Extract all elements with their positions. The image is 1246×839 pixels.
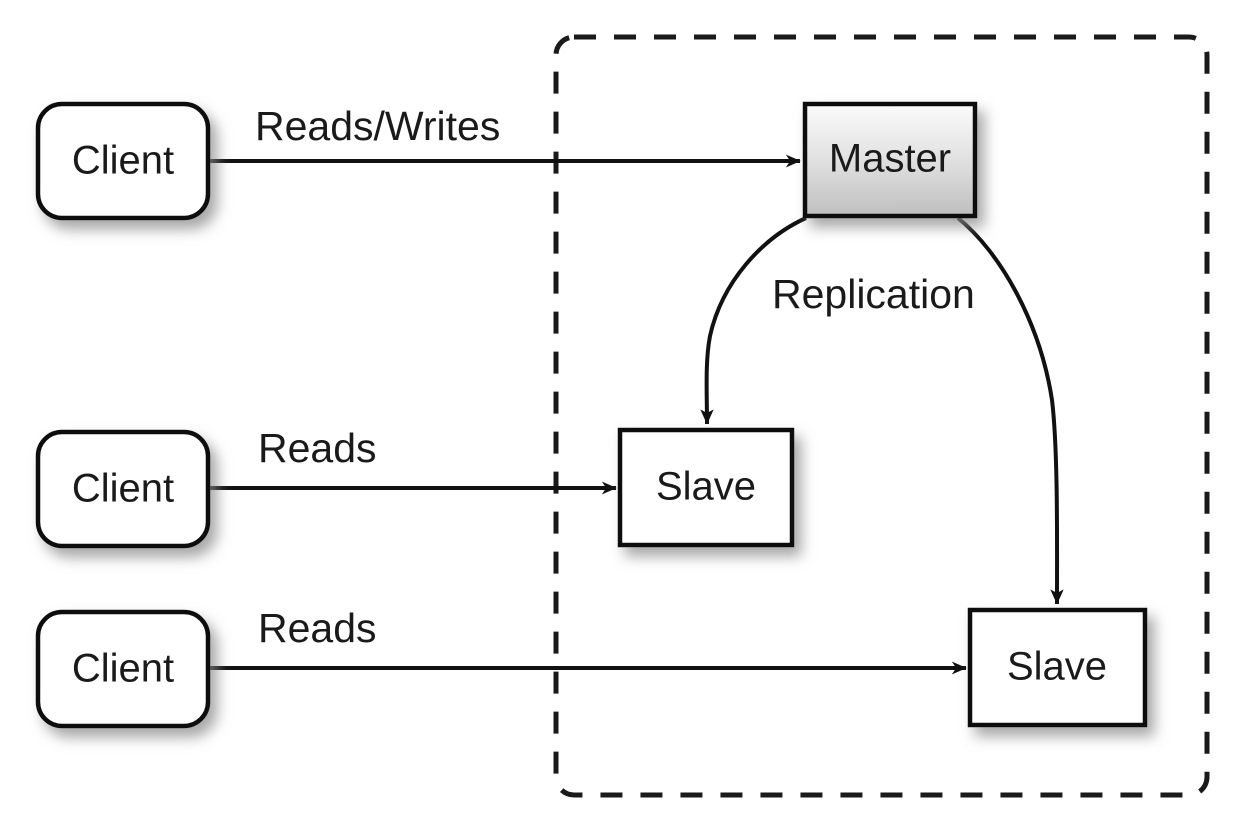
slave-1-box[interactable] — [617, 427, 795, 548]
replication-cluster-boundary — [553, 34, 1210, 798]
edge-label-replication: Replication — [772, 271, 975, 317]
node-slave-2[interactable]: Slave — [967, 607, 1148, 728]
slave-2-label: Slave — [1007, 645, 1107, 689]
edge-curve-replication-right — [956, 216, 1064, 605]
node-client-3[interactable]: Client — [35, 609, 211, 729]
edge-master-to-slave1 — [700, 216, 807, 425]
client-1-label: Client — [72, 139, 174, 183]
master-label: Master — [829, 137, 951, 181]
edge-label-reads-1: Reads — [258, 425, 377, 471]
edge-master-to-slave2 — [956, 216, 1064, 605]
slave-2-box[interactable] — [967, 607, 1148, 728]
client-2-label: Client — [72, 467, 174, 511]
node-client-1[interactable]: Client — [35, 101, 211, 221]
master-box[interactable] — [802, 101, 978, 219]
edge-label-reads-writes: Reads/Writes — [255, 103, 500, 149]
client-1-box[interactable] — [35, 101, 211, 221]
node-client-2[interactable]: Client — [35, 429, 211, 549]
edge-label-reads-2: Reads — [258, 605, 377, 651]
node-slave-1[interactable]: Slave — [617, 427, 795, 548]
client-2-box[interactable] — [35, 429, 211, 549]
edge-curve-replication-left — [700, 216, 807, 425]
client-3-label: Client — [72, 647, 174, 691]
client-3-box[interactable] — [35, 609, 211, 729]
node-master[interactable]: Master — [802, 101, 978, 219]
slave-1-label: Slave — [656, 465, 756, 509]
